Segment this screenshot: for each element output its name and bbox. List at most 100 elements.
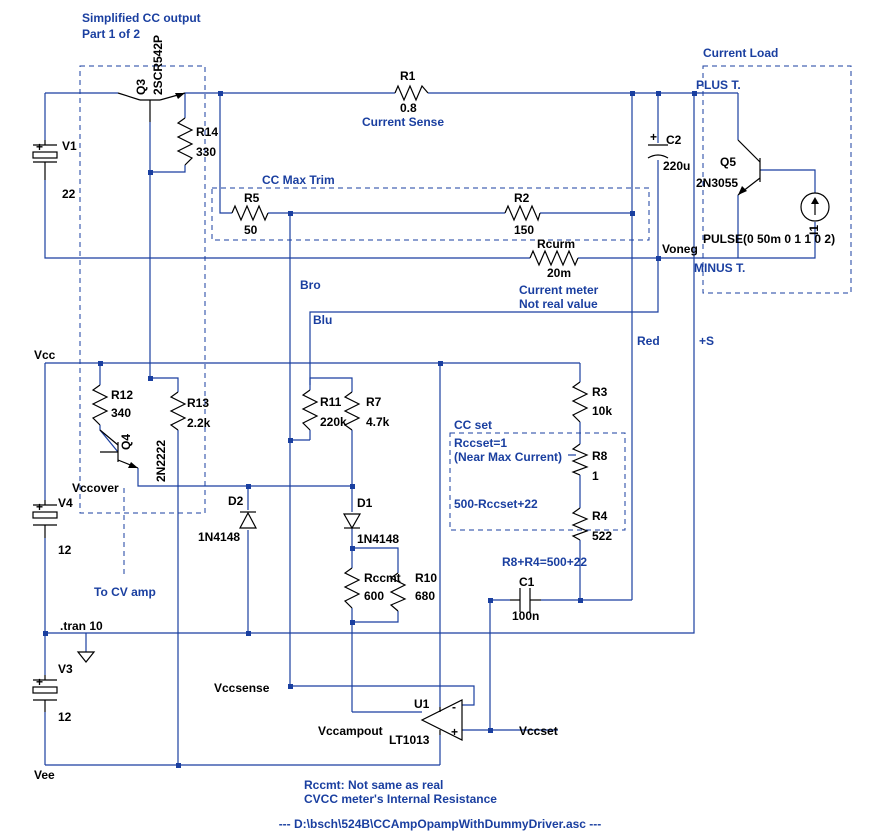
r3-label: R3	[592, 385, 608, 399]
cc-max-trim-label: CC Max Trim	[262, 173, 335, 187]
tran-directive: .tran 10	[60, 619, 103, 633]
d2-label: D2	[228, 494, 244, 508]
rccmt-note2: CVCC meter's Internal Resistance	[304, 792, 497, 806]
v1-label: V1	[62, 139, 77, 153]
title-line2: Part 1 of 2	[82, 27, 140, 41]
r4-value: 522	[592, 529, 612, 543]
r13-label: R13	[187, 396, 209, 410]
cc-max-trim-box	[211, 187, 650, 241]
r1-label: R1	[400, 69, 416, 83]
u1-value: LT1013	[389, 733, 430, 747]
r8-value: 1	[592, 469, 599, 483]
r8-potentiometer	[571, 443, 589, 476]
v3-battery: +	[32, 675, 58, 712]
r12-resistor	[91, 384, 109, 426]
q4-value: 2N2222	[154, 440, 168, 482]
rccset-note2: (Near Max Current)	[454, 450, 562, 464]
rccmt-label: Rccmt	[364, 571, 401, 585]
r7-value: 4.7k	[366, 415, 390, 429]
rcurm-label: Rcurm	[537, 237, 575, 251]
v4-battery: +	[32, 500, 58, 538]
c1-value: 100n	[512, 609, 539, 623]
r1-note: Current Sense	[362, 115, 444, 129]
rcurm-note2: Not real value	[519, 297, 598, 311]
rcurm-resistor	[529, 249, 579, 267]
r5-resistor	[231, 204, 269, 222]
red-label: Red	[637, 334, 660, 348]
vccover-label: Vccover	[72, 481, 119, 495]
r8-label: R8	[592, 449, 608, 463]
r3-resistor	[571, 381, 589, 423]
r14-resistor	[176, 117, 194, 166]
r4-label: R4	[592, 509, 608, 523]
u1-label: U1	[414, 697, 430, 711]
r5-value: 50	[244, 223, 258, 237]
r10-value: 680	[415, 589, 435, 603]
vccampout-label: Vccampout	[318, 724, 383, 738]
q4-transistor	[99, 429, 139, 469]
ground-symbol	[76, 651, 96, 663]
r7-label: R7	[366, 395, 382, 409]
c1-label: C1	[519, 575, 535, 589]
r2-label: R2	[514, 191, 530, 205]
to-cv-amp-label: To CV amp	[94, 585, 156, 599]
junction-dots	[43, 91, 697, 768]
v3-value: 12	[58, 710, 72, 724]
q5-transistor	[737, 139, 761, 196]
rccmt-note1: Rccmt: Not same as real	[304, 778, 443, 792]
rccset-note1: Rccset=1	[454, 436, 507, 450]
cc-set-box	[449, 432, 626, 531]
plus-s-label: +S	[699, 334, 714, 348]
v3-label: V3	[58, 662, 73, 676]
r12-label: R12	[111, 388, 133, 402]
d1-label: D1	[357, 496, 373, 510]
vccset-label: Vccset	[519, 724, 558, 738]
q4-label: Q4	[119, 434, 133, 450]
vcc-label: Vcc	[34, 348, 56, 362]
rcurm-value: 20m	[547, 266, 571, 280]
vee-label: Vee	[34, 768, 55, 782]
r10-resistor	[389, 572, 407, 612]
d1-diode	[342, 513, 362, 530]
r3-value: 10k	[592, 404, 612, 418]
voneg-label: Voneg	[662, 242, 698, 256]
r12-value: 340	[111, 406, 131, 420]
r4-resistor	[571, 507, 589, 541]
q3-label: Q3	[134, 79, 148, 95]
rccmt-resistor	[343, 567, 361, 609]
d2-value: 1N4148	[198, 530, 240, 544]
footer-filename: --- D:\bsch\524B\CCAmpOpampWithDummyDriv…	[279, 817, 602, 831]
r11-resistor	[301, 389, 319, 431]
r1-value: 0.8	[400, 101, 417, 115]
d1-value: 1N4148	[357, 532, 399, 546]
rcurm-note1: Current meter	[519, 283, 599, 297]
c1-capacitor	[510, 588, 541, 612]
u1-opamp: - +	[420, 699, 463, 741]
c2-label: C2	[666, 133, 682, 147]
cc-set-label: CC set	[454, 418, 492, 432]
i1-value: PULSE(0 50m 0 1 1 0 2)	[703, 232, 835, 246]
svg-text:+: +	[650, 130, 657, 144]
r10-label: R10	[415, 571, 437, 585]
rccmt-value: 600	[364, 589, 384, 603]
v1-value: 22	[62, 187, 76, 201]
bro-label: Bro	[300, 278, 321, 292]
q5-value: 2N3055	[696, 176, 738, 190]
c2-value: 220u	[663, 159, 690, 173]
r11-label: R11	[320, 395, 342, 409]
r14-value: 330	[196, 145, 216, 159]
wires	[44, 92, 816, 766]
r11-value: 220k	[320, 415, 347, 429]
vccsense-label: Vccsense	[214, 681, 270, 695]
i1-label: I1	[807, 225, 821, 235]
q5-label: Q5	[720, 155, 736, 169]
v4-value: 12	[58, 543, 72, 557]
blu-label: Blu	[313, 313, 332, 327]
minus-t-label: MINUS T.	[694, 261, 745, 275]
r7-resistor	[343, 391, 361, 431]
plus-t-label: PLUS T.	[696, 78, 741, 92]
r14-label: R14	[196, 125, 218, 139]
svg-text:+: +	[36, 500, 43, 514]
r13-value: 2.2k	[187, 416, 211, 430]
